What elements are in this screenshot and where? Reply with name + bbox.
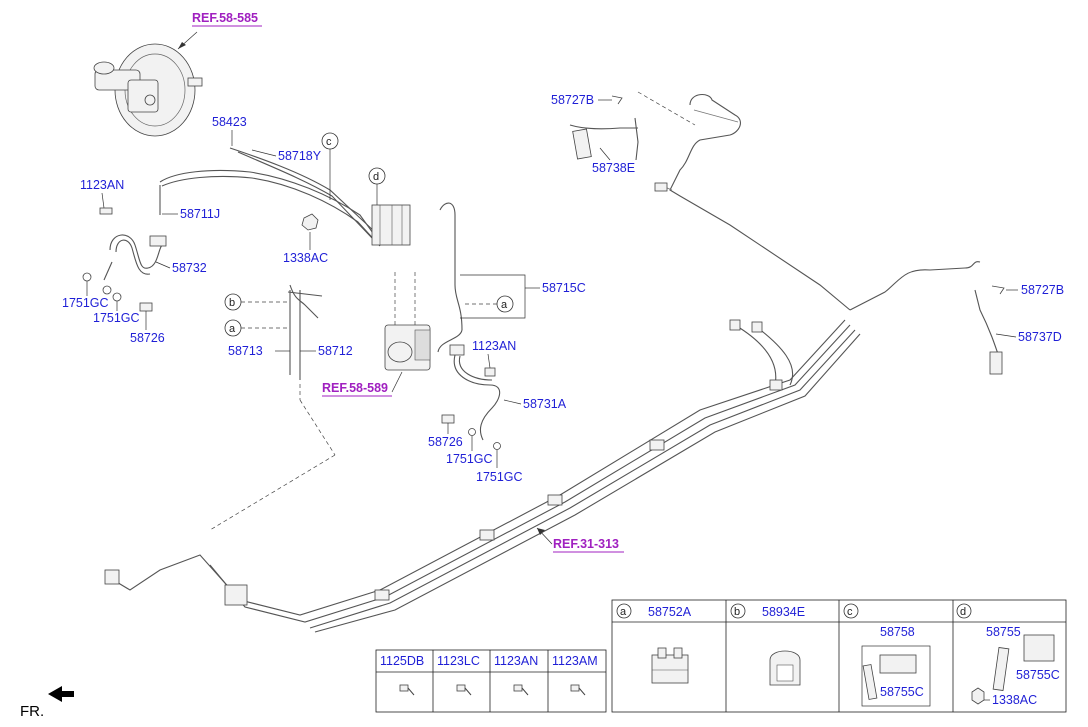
label-58712: 58712 bbox=[318, 344, 353, 358]
cell-d-sub-1: 58755 bbox=[986, 625, 1021, 639]
label-58727B-right: 58727B bbox=[1021, 283, 1064, 297]
main-line-bundle bbox=[104, 319, 861, 633]
ref-31-313: REF.31-313 bbox=[553, 537, 619, 551]
cell-c-letter: c bbox=[847, 606, 853, 618]
bolt-header-1123AN: 1123AN bbox=[494, 654, 538, 668]
bolt-header-1123AM: 1123AM bbox=[552, 654, 598, 668]
cell-d-sub-3: 1338AC bbox=[992, 693, 1037, 707]
label-58732: 58732 bbox=[172, 261, 207, 275]
circle-a-left-marker: a bbox=[229, 323, 236, 335]
bolt-icon bbox=[456, 684, 472, 696]
clip-58755 bbox=[971, 634, 1055, 705]
circle-a-mid-marker: a bbox=[501, 299, 508, 311]
ref-58-589: REF.58-589 bbox=[322, 381, 388, 395]
label-58731A: 58731A bbox=[523, 397, 567, 411]
label-1751GC-b: 1751GC bbox=[93, 311, 140, 325]
clip-58758 bbox=[862, 654, 917, 700]
circle-b-left-marker: b bbox=[229, 297, 235, 309]
cell-b-letter: b bbox=[734, 606, 740, 618]
circle-c-marker: c bbox=[326, 136, 332, 148]
brake-booster bbox=[93, 43, 203, 137]
nut-1338ac bbox=[301, 213, 319, 231]
cell-c-sub-1: 58758 bbox=[880, 625, 915, 639]
bolt-icon bbox=[399, 684, 415, 696]
clip-58752a bbox=[651, 647, 689, 684]
cell-a-letter: a bbox=[620, 606, 627, 618]
label-58726-left: 58726 bbox=[130, 331, 165, 345]
bolt-header-1123LC: 1123LC bbox=[437, 654, 480, 668]
label-58738E: 58738E bbox=[592, 161, 635, 175]
label-1751GC-c: 1751GC bbox=[446, 452, 493, 466]
label-1123AN-mid: 1123AN bbox=[472, 339, 516, 353]
label-1751GC-d: 1751GC bbox=[476, 470, 523, 484]
label-58718Y: 58718Y bbox=[278, 149, 322, 163]
label-1751GC-a: 1751GC bbox=[62, 296, 109, 310]
parts-table: a 58752A b 58934E c 58758 58755C d 58755 bbox=[611, 599, 1067, 713]
abs-bracket bbox=[371, 204, 411, 246]
label-58713: 58713 bbox=[228, 344, 263, 358]
label-1338AC: 1338AC bbox=[283, 251, 328, 265]
label-58737D: 58737D bbox=[1018, 330, 1062, 344]
bolt-header-1125DB: 1125DB bbox=[380, 654, 424, 668]
abs-module bbox=[384, 324, 431, 371]
label-58423: 58423 bbox=[212, 115, 247, 129]
clip-58934e bbox=[769, 650, 801, 686]
label-58726-mid: 58726 bbox=[428, 435, 463, 449]
ref-58-585: REF.58-585 bbox=[192, 11, 258, 25]
front-label: FR. bbox=[20, 703, 44, 720]
bolt-icon bbox=[513, 684, 529, 696]
cell-c-sub-2: 58755C bbox=[880, 685, 924, 699]
bolt-icon bbox=[570, 684, 586, 696]
label-1123AN-left: 1123AN bbox=[80, 178, 124, 192]
cell-b-part: 58934E bbox=[762, 605, 805, 619]
cell-d-letter: d bbox=[960, 606, 966, 618]
circle-d-marker: d bbox=[373, 171, 379, 183]
cell-d-sub-2: 58755C bbox=[1016, 668, 1060, 682]
cell-a-part: 58752A bbox=[648, 605, 692, 619]
bolt-table: 1125DB 1123LC 1123AN 1123AM bbox=[375, 649, 607, 713]
label-58727B-top: 58727B bbox=[551, 93, 594, 107]
label-58711J: 58711J bbox=[180, 207, 220, 221]
front-arrow-icon bbox=[48, 686, 74, 702]
label-58715C: 58715C bbox=[542, 281, 586, 295]
